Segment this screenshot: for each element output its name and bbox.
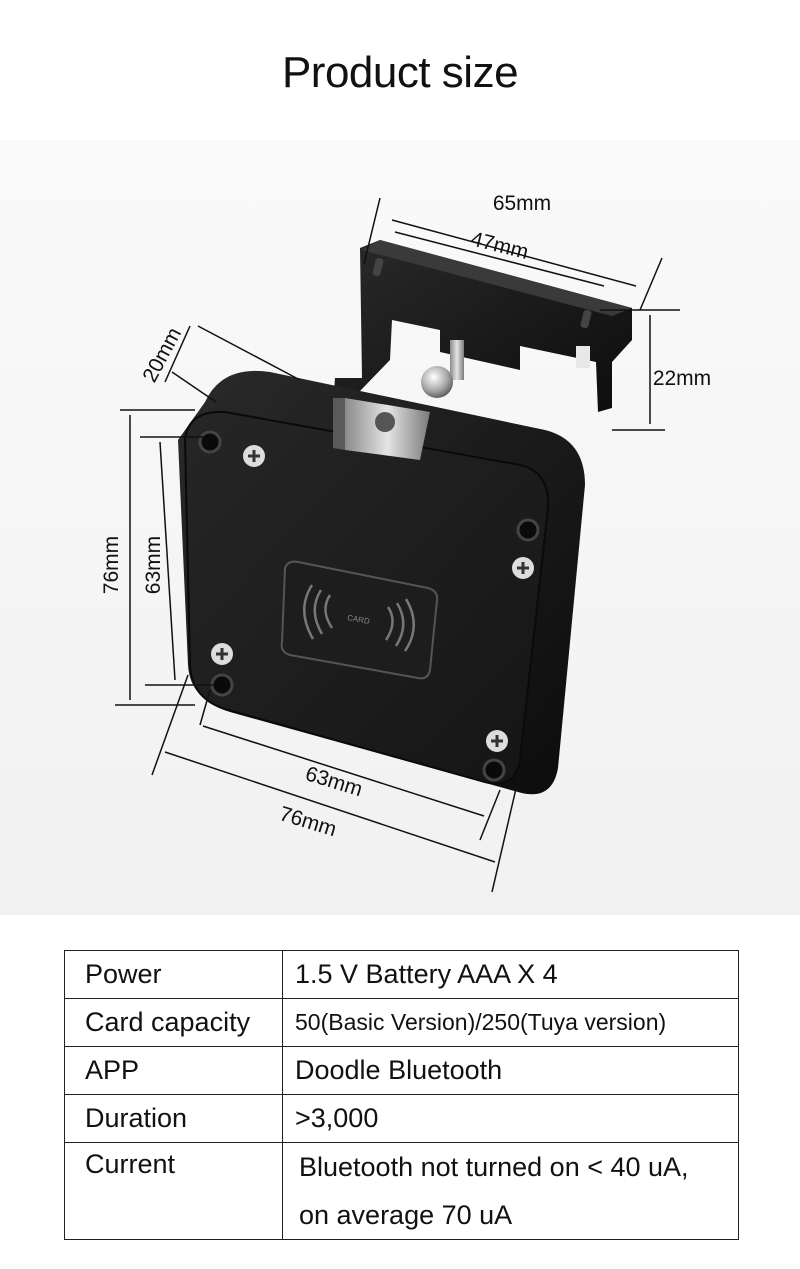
spec-label: Duration [64, 1094, 283, 1143]
spec-row-card-capacity: Card capacity 50(Basic Version)/250(Tuya… [64, 998, 739, 1047]
screw-icon [243, 445, 265, 467]
spec-label: Power [64, 950, 283, 999]
spec-row-power: Power 1.5 V Battery AAA X 4 [64, 950, 739, 999]
spec-value: Doodle Bluetooth [282, 1046, 739, 1095]
mount-hole [516, 518, 540, 542]
dimension-lines [115, 197, 680, 893]
dim-63mm-vertical: 63mm [142, 536, 165, 594]
spec-label: Card capacity [64, 998, 283, 1047]
dim-22mm: 22mm [653, 367, 711, 390]
spec-row-duration: Duration >3,000 [64, 1094, 739, 1143]
screw-icon [486, 730, 508, 752]
latch-knob [421, 366, 453, 398]
screw-icon [211, 643, 233, 665]
spec-value-line: Bluetooth not turned on < 40 uA, [299, 1152, 689, 1182]
spec-row-app: APP Doodle Bluetooth [64, 1046, 739, 1095]
spec-table: Power 1.5 V Battery AAA X 4 Card capacit… [64, 950, 739, 1240]
spec-value: 50(Basic Version)/250(Tuya version) [282, 998, 739, 1047]
spec-label: APP [64, 1046, 283, 1095]
spec-value: 1.5 V Battery AAA X 4 [282, 950, 739, 999]
card-label: CARD [346, 613, 370, 626]
page-title: Product size [281, 48, 519, 97]
card-reader-panel: CARD [280, 560, 439, 680]
dim-65mm: 65mm [493, 192, 551, 215]
mount-hole [482, 758, 506, 782]
spec-row-current: Current Bluetooth not turned on < 40 uA,… [64, 1142, 739, 1240]
nfc-waves-icon [303, 584, 415, 652]
spec-value-line: on average 70 uA [299, 1200, 513, 1230]
product-diagram: CARD 65mm [0, 140, 800, 915]
spec-label: Current [64, 1142, 283, 1240]
mount-hole [198, 430, 222, 454]
spec-value: >3,000 [282, 1094, 739, 1143]
screw-icon [512, 557, 534, 579]
dim-76mm-vertical: 76mm [100, 536, 123, 594]
strike-bracket [332, 240, 632, 420]
spec-value: Bluetooth not turned on < 40 uA, on aver… [282, 1142, 739, 1240]
